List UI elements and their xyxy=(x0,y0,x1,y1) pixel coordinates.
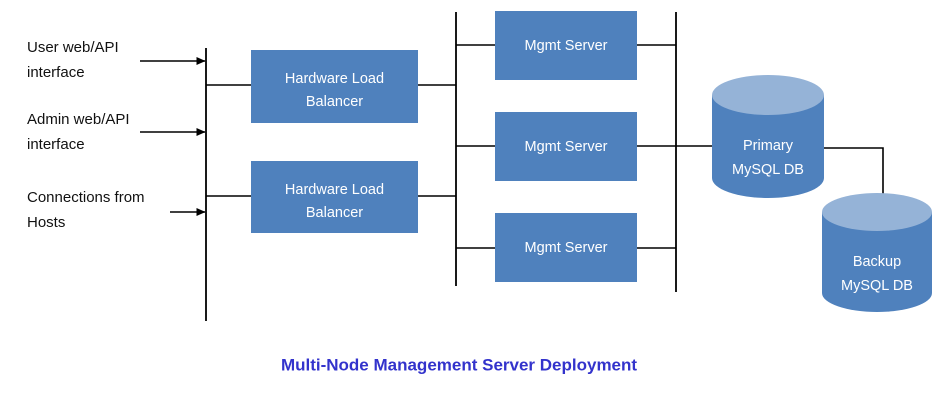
primary-db-label-line2: MySQL DB xyxy=(732,162,804,178)
backup-db-label-line2: MySQL DB xyxy=(841,278,913,294)
node-mgmt-server-1[interactable]: Mgmt Server xyxy=(495,11,637,80)
mgmt-server-1-label: Mgmt Server xyxy=(525,38,608,54)
input-label-hosts-line1: Connections from xyxy=(27,189,145,206)
input-label-user-line2: interface xyxy=(27,64,85,81)
node-primary-mysql-db[interactable]: Primary MySQL DB xyxy=(712,75,824,198)
backup-db-top[interactable] xyxy=(822,193,932,231)
node-mgmt-server-3[interactable]: Mgmt Server xyxy=(495,213,637,282)
load-balancer-2-box[interactable] xyxy=(251,161,418,233)
backup-db-label-line1: Backup xyxy=(853,254,901,270)
backup-db-body[interactable] xyxy=(822,212,932,312)
input-label-admin-line1: Admin web/API xyxy=(27,111,130,128)
mgmt-server-3-label: Mgmt Server xyxy=(525,240,608,256)
load-balancer-1-label-line1: Hardware Load xyxy=(285,71,384,87)
primary-db-top[interactable] xyxy=(712,75,824,115)
input-label-hosts: Connections from Hosts xyxy=(27,189,145,231)
mgmt-server-1-box[interactable] xyxy=(495,11,637,80)
input-label-admin: Admin web/API interface xyxy=(27,111,130,153)
node-hardware-load-balancer-2[interactable]: Hardware Load Balancer xyxy=(251,161,418,233)
input-label-admin-line2: interface xyxy=(27,136,85,153)
mgmt-server-2-box[interactable] xyxy=(495,112,637,181)
load-balancer-2-label-line1: Hardware Load xyxy=(285,182,384,198)
input-label-hosts-line2: Hosts xyxy=(27,214,65,231)
input-label-user: User web/API interface xyxy=(27,39,119,81)
node-mgmt-server-2[interactable]: Mgmt Server xyxy=(495,112,637,181)
mgmt-server-2-label: Mgmt Server xyxy=(525,139,608,155)
mgmt-server-3-box[interactable] xyxy=(495,213,637,282)
primary-db-label-line1: Primary xyxy=(743,138,794,154)
load-balancer-2-label-line2: Balancer xyxy=(306,205,363,221)
diagram-title: Multi-Node Management Server Deployment xyxy=(281,355,637,374)
primary-db-body[interactable] xyxy=(712,95,824,198)
input-label-user-line1: User web/API xyxy=(27,39,119,56)
node-hardware-load-balancer-1[interactable]: Hardware Load Balancer xyxy=(251,50,418,123)
load-balancer-1-label-line2: Balancer xyxy=(306,94,363,110)
node-backup-mysql-db[interactable]: Backup MySQL DB xyxy=(822,193,932,312)
load-balancer-1-box[interactable] xyxy=(251,50,418,123)
